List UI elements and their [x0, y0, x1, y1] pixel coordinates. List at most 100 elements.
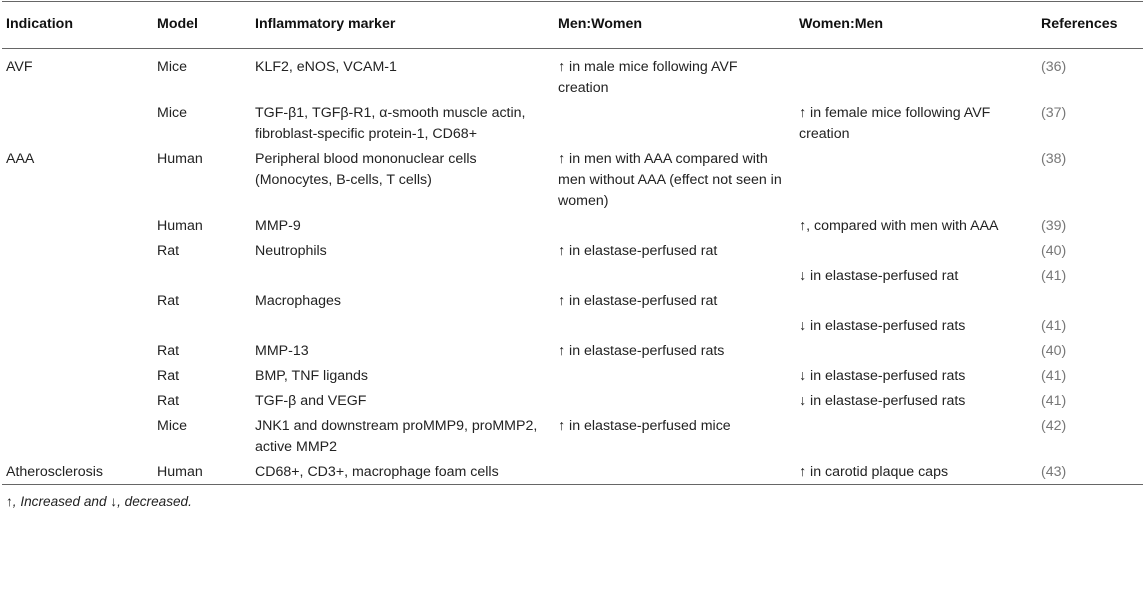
cell-model: Human	[157, 151, 203, 167]
cell-indication	[2, 288, 153, 313]
cell-reference-link[interactable]: (42)	[1041, 418, 1067, 434]
cell-reference-link[interactable]: (41)	[1041, 318, 1067, 334]
cell-men-women	[554, 363, 795, 388]
cell-marker: MMP-13	[255, 343, 309, 359]
cell-reference-link[interactable]: (40)	[1041, 243, 1067, 259]
cell-men-women: ↑ in elastase-perfused mice	[558, 418, 731, 434]
cell-reference-link[interactable]: (37)	[1041, 105, 1067, 121]
cell-women-men	[795, 338, 1037, 363]
cell-indication	[2, 313, 153, 338]
cell-men-women: ↑ in men with AAA compared with men with…	[558, 151, 782, 209]
cell-model: Mice	[157, 105, 187, 121]
cell-women-men	[795, 238, 1037, 263]
cell-indication: Atherosclerosis	[6, 464, 103, 480]
cell-indication: AVF	[6, 59, 33, 75]
table-row: Rat Neutrophils ↑ in elastase-perfused r…	[2, 238, 1143, 263]
cell-model: Mice	[157, 418, 187, 434]
cell-marker: BMP, TNF ligands	[255, 368, 369, 384]
table-row: AVF Mice KLF2, eNOS, VCAM-1 ↑ in male mi…	[2, 49, 1143, 101]
cell-women-men: ↓ in elastase-perfused rat	[799, 268, 959, 284]
cell-women-men: ↓ in elastase-perfused rats	[799, 368, 966, 384]
cell-men-women	[554, 459, 795, 485]
table-row: Human MMP-9 ↑, compared with men with AA…	[2, 213, 1143, 238]
cell-men-women	[554, 213, 795, 238]
cell-women-men: ↑ in female mice following AVF creation	[799, 105, 991, 142]
cell-reference-link[interactable]: (39)	[1041, 218, 1067, 234]
cell-indication	[2, 238, 153, 263]
cell-indication	[2, 363, 153, 388]
cell-marker: JNK1 and downstream proMMP9, proMMP2, ac…	[255, 418, 538, 455]
cell-men-women	[554, 388, 795, 413]
cell-marker: Macrophages	[255, 293, 341, 309]
cell-reference-link[interactable]: (41)	[1041, 368, 1067, 384]
table-container: Indication Model Inflammatory marker Men…	[2, 1, 1143, 509]
table-header: Indication Model Inflammatory marker Men…	[2, 1, 1143, 49]
table-row: ↓ in elastase-perfused rat (41)	[2, 263, 1143, 288]
cell-men-women: ↑ in elastase-perfused rats	[558, 343, 725, 359]
cell-men-women: ↑ in male mice following AVF creation	[558, 59, 738, 96]
cell-women-men	[795, 413, 1037, 459]
cell-indication	[2, 338, 153, 363]
cell-indication: AAA	[6, 151, 35, 167]
table-row: Rat MMP-13 ↑ in elastase-perfused rats (…	[2, 338, 1143, 363]
cell-women-men: ↑ in carotid plaque caps	[799, 464, 949, 480]
cell-reference-link[interactable]: (43)	[1041, 464, 1067, 480]
cell-marker: KLF2, eNOS, VCAM-1	[255, 59, 397, 75]
cell-marker	[251, 263, 554, 288]
cell-marker: MMP-9	[255, 218, 301, 234]
cell-model: Mice	[157, 59, 187, 75]
cell-indication	[2, 388, 153, 413]
cell-women-men: ↓ in elastase-perfused rats	[799, 318, 966, 334]
header-model: Model	[157, 16, 198, 32]
table-row: Atherosclerosis Human CD68+, CD3+, macro…	[2, 459, 1143, 485]
cell-indication	[2, 413, 153, 459]
cell-women-men: ↓ in elastase-perfused rats	[799, 393, 966, 409]
header-row: Indication Model Inflammatory marker Men…	[2, 1, 1143, 49]
header-indication: Indication	[6, 16, 73, 32]
table-row: Mice JNK1 and downstream proMMP9, proMMP…	[2, 413, 1143, 459]
header-men-women: Men:Women	[558, 16, 643, 32]
cell-reference-link[interactable]: (40)	[1041, 343, 1067, 359]
cell-marker	[251, 313, 554, 338]
table-row: Rat TGF-β and VEGF ↓ in elastase-perfuse…	[2, 388, 1143, 413]
header-references: References	[1041, 16, 1118, 32]
cell-model: Rat	[157, 243, 180, 259]
cell-men-women	[554, 100, 795, 146]
table-row: AAA Human Peripheral blood mononuclear c…	[2, 146, 1143, 213]
cell-men-women	[554, 313, 795, 338]
cell-model: Rat	[157, 393, 180, 409]
cell-model	[153, 263, 251, 288]
cell-women-men	[795, 288, 1037, 313]
cell-model: Rat	[157, 293, 180, 309]
cell-marker: TGF-β1, TGFβ-R1, α-smooth muscle actin, …	[255, 105, 526, 142]
cell-model: Human	[157, 464, 203, 480]
inflammatory-marker-table: Indication Model Inflammatory marker Men…	[2, 1, 1143, 485]
table-row: ↓ in elastase-perfused rats (41)	[2, 313, 1143, 338]
cell-marker: CD68+, CD3+, macrophage foam cells	[255, 464, 499, 480]
cell-men-women: ↑ in elastase-perfused rat	[558, 243, 718, 259]
cell-reference-link[interactable]: (41)	[1041, 268, 1067, 284]
cell-indication	[2, 213, 153, 238]
cell-men-women	[554, 263, 795, 288]
cell-women-men: ↑, compared with men with AAA	[799, 218, 999, 234]
cell-reference-link[interactable]: (41)	[1041, 393, 1067, 409]
cell-women-men	[795, 49, 1037, 101]
cell-reference-link[interactable]: (38)	[1041, 151, 1067, 167]
table-row: Rat BMP, TNF ligands ↓ in elastase-perfu…	[2, 363, 1143, 388]
table-footnote: ↑, Increased and ↓, decreased.	[6, 494, 192, 509]
cell-reference-link[interactable]	[1037, 288, 1143, 313]
cell-indication	[2, 100, 153, 146]
table-row: Mice TGF-β1, TGFβ-R1, α-smooth muscle ac…	[2, 100, 1143, 146]
table-body: AVF Mice KLF2, eNOS, VCAM-1 ↑ in male mi…	[2, 49, 1143, 485]
cell-men-women: ↑ in elastase-perfused rat	[558, 293, 718, 309]
header-women-men: Women:Men	[799, 16, 884, 32]
cell-women-men	[795, 146, 1037, 213]
header-inflammatory-marker: Inflammatory marker	[255, 16, 396, 32]
cell-model: Human	[157, 218, 203, 234]
cell-marker: Neutrophils	[255, 243, 327, 259]
cell-reference-link[interactable]: (36)	[1041, 59, 1067, 75]
cell-model: Rat	[157, 368, 180, 384]
cell-marker: TGF-β and VEGF	[255, 393, 367, 409]
cell-indication	[2, 263, 153, 288]
cell-model	[153, 313, 251, 338]
